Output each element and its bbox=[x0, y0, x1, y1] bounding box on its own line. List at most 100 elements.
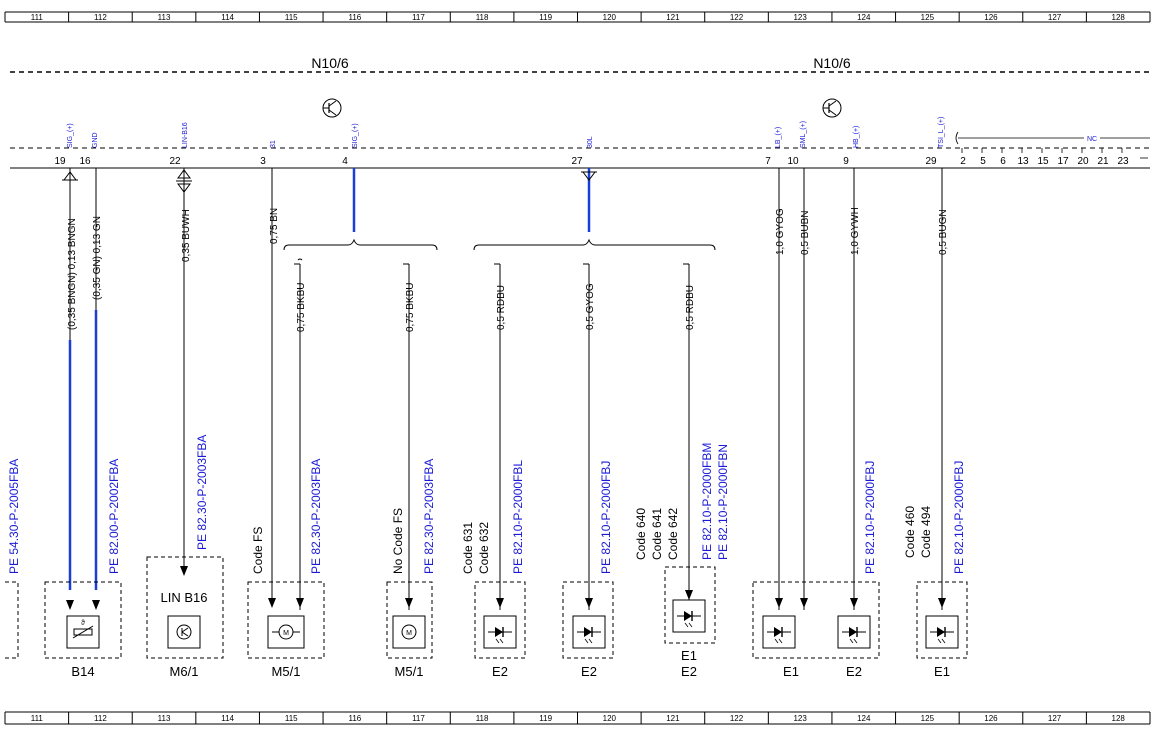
wire-label: (0,35 GN) 0,13 GN bbox=[92, 216, 103, 300]
code-label: Code 642 bbox=[666, 508, 680, 560]
wire-label: 0,5 BUGN bbox=[938, 209, 949, 255]
ruler-label: 125 bbox=[921, 13, 935, 22]
pin-number: 4 bbox=[342, 156, 348, 167]
ruler-label: 115 bbox=[285, 13, 298, 22]
led-icon bbox=[572, 615, 606, 649]
reference-link[interactable]: PE 54.30-P-2005FBA bbox=[7, 459, 21, 574]
ruler-label: 119 bbox=[539, 714, 552, 723]
component-name: E2 bbox=[681, 664, 697, 679]
pin-number: 10 bbox=[787, 156, 799, 167]
ruler-label: 124 bbox=[857, 714, 871, 723]
ruler-label: 114 bbox=[221, 714, 234, 723]
nc-pin-number: 21 bbox=[1097, 156, 1109, 167]
component-name: E2 bbox=[846, 664, 862, 679]
reference-links[interactable]: PE 54.30-P-2005FBA PE 82.00-P-2002FBA PE… bbox=[7, 435, 966, 574]
motor-icon: M bbox=[267, 615, 305, 649]
led-icon bbox=[837, 615, 871, 649]
wire-label: 0,75 BKBU bbox=[405, 283, 416, 332]
component-boxes bbox=[5, 556, 968, 659]
component-name: E2 bbox=[581, 664, 597, 679]
reference-link[interactable]: PE 82.30-P-2003FBA bbox=[309, 459, 323, 574]
wire-label: (0,35 BNGN) 0,13 BNGN bbox=[67, 218, 78, 330]
reference-link[interactable]: PE 82.10-P-2000FBM bbox=[700, 443, 714, 560]
code-label: No Code FS bbox=[391, 508, 405, 574]
nc-label: NC bbox=[1087, 136, 1097, 143]
reference-link[interactable]: PE 82.30-P-2003FBA bbox=[195, 435, 209, 550]
ruler-label: 122 bbox=[730, 714, 744, 723]
component-name: M5/1 bbox=[272, 664, 301, 679]
connector-label-left: N10/6 bbox=[311, 55, 349, 71]
ruler-label: 118 bbox=[476, 13, 489, 22]
wire-label: 0,35 BUWH bbox=[181, 209, 192, 262]
ruler-label: 126 bbox=[984, 714, 998, 723]
reference-link[interactable]: PE 82.10-P-2000FBL bbox=[511, 460, 525, 574]
code-label: Code 641 bbox=[650, 508, 664, 560]
component-name: E1 bbox=[934, 664, 950, 679]
component-name: B14 bbox=[71, 664, 94, 679]
wire-label: 1,0 GYOG bbox=[775, 208, 786, 255]
lin-label: LIN B16 bbox=[161, 590, 208, 605]
component-name: E2 bbox=[492, 664, 508, 679]
pin-labels: 19 16 22 3 4 27 7 10 9 29 SIG_(+) GND LI… bbox=[54, 117, 945, 167]
code-label: Code 494 bbox=[919, 506, 933, 558]
wire-label: 0,5 BUBN bbox=[800, 211, 811, 255]
reference-link[interactable]: PE 82.10-P-2000FBJ bbox=[863, 461, 877, 574]
nc-pin-number: 2 bbox=[960, 156, 966, 167]
pin-number: 7 bbox=[765, 156, 771, 167]
led-icon bbox=[762, 615, 796, 649]
reference-link[interactable]: PE 82.10-P-2000FBJ bbox=[952, 461, 966, 574]
ruler-label: 114 bbox=[221, 13, 234, 22]
pin-signal: SIG_(+) bbox=[352, 123, 359, 148]
code-label: Code 460 bbox=[903, 506, 917, 558]
wire-label: 0,5 GYOG bbox=[585, 283, 596, 330]
ruler-label: 112 bbox=[94, 714, 107, 723]
wire-label: 0,5 RDBU bbox=[685, 285, 696, 330]
ruler-label: 115 bbox=[285, 714, 298, 723]
nc-pin-number: 5 bbox=[980, 156, 986, 167]
component-name: E1 bbox=[783, 664, 799, 679]
ruler-label: 113 bbox=[158, 13, 171, 22]
ruler-label: 125 bbox=[921, 714, 935, 723]
ruler-label: 126 bbox=[984, 13, 998, 22]
wire-label: 1,0 GYWH bbox=[850, 207, 861, 255]
ruler-label: 128 bbox=[1112, 13, 1126, 22]
svg-text:ϑ: ϑ bbox=[81, 620, 85, 627]
pin-signal: 30L bbox=[587, 136, 594, 148]
reference-link[interactable]: PE 82.30-P-2003FBA bbox=[422, 459, 436, 574]
sensor-icon: ϑ bbox=[66, 615, 100, 649]
code-label: Code 632 bbox=[477, 522, 491, 574]
led-icon bbox=[925, 615, 959, 649]
led-icon bbox=[672, 599, 706, 633]
ruler-label: 123 bbox=[793, 13, 807, 22]
connector-label-right: N10/6 bbox=[813, 55, 851, 71]
nc-pin-number: 6 bbox=[1000, 156, 1006, 167]
wires bbox=[69, 168, 943, 610]
component-name: M6/1 bbox=[170, 664, 199, 679]
reference-link[interactable]: PE 82.00-P-2002FBA bbox=[107, 459, 121, 574]
ruler-label: 122 bbox=[730, 13, 744, 22]
nc-pin-number: 23 bbox=[1117, 156, 1129, 167]
pin-number: 3 bbox=[260, 156, 266, 167]
wire-label: 0,75 BN bbox=[269, 208, 280, 244]
pin-number: 19 bbox=[54, 156, 66, 167]
code-label: Code FS bbox=[251, 527, 265, 574]
ruler-label: 111 bbox=[31, 714, 44, 723]
code-label: Code 640 bbox=[634, 508, 648, 560]
reference-link[interactable]: PE 82.10-P-2000FBN bbox=[716, 444, 730, 560]
pin-signal: LB_(+) bbox=[775, 127, 782, 148]
pin-signal: SML_(+) bbox=[800, 121, 807, 148]
pin-signal: GND bbox=[92, 132, 99, 148]
nc-pin-number: 13 bbox=[1017, 156, 1029, 167]
pin-symbols bbox=[62, 169, 597, 193]
ruler-label: 128 bbox=[1112, 714, 1126, 723]
pin-number: 27 bbox=[571, 156, 583, 167]
ruler-label: 113 bbox=[158, 714, 171, 723]
pin-number: 9 bbox=[843, 156, 849, 167]
reference-link[interactable]: PE 82.10-P-2000FBJ bbox=[599, 461, 613, 574]
ruler-label: 117 bbox=[412, 13, 425, 22]
ruler-label: 123 bbox=[793, 714, 807, 723]
